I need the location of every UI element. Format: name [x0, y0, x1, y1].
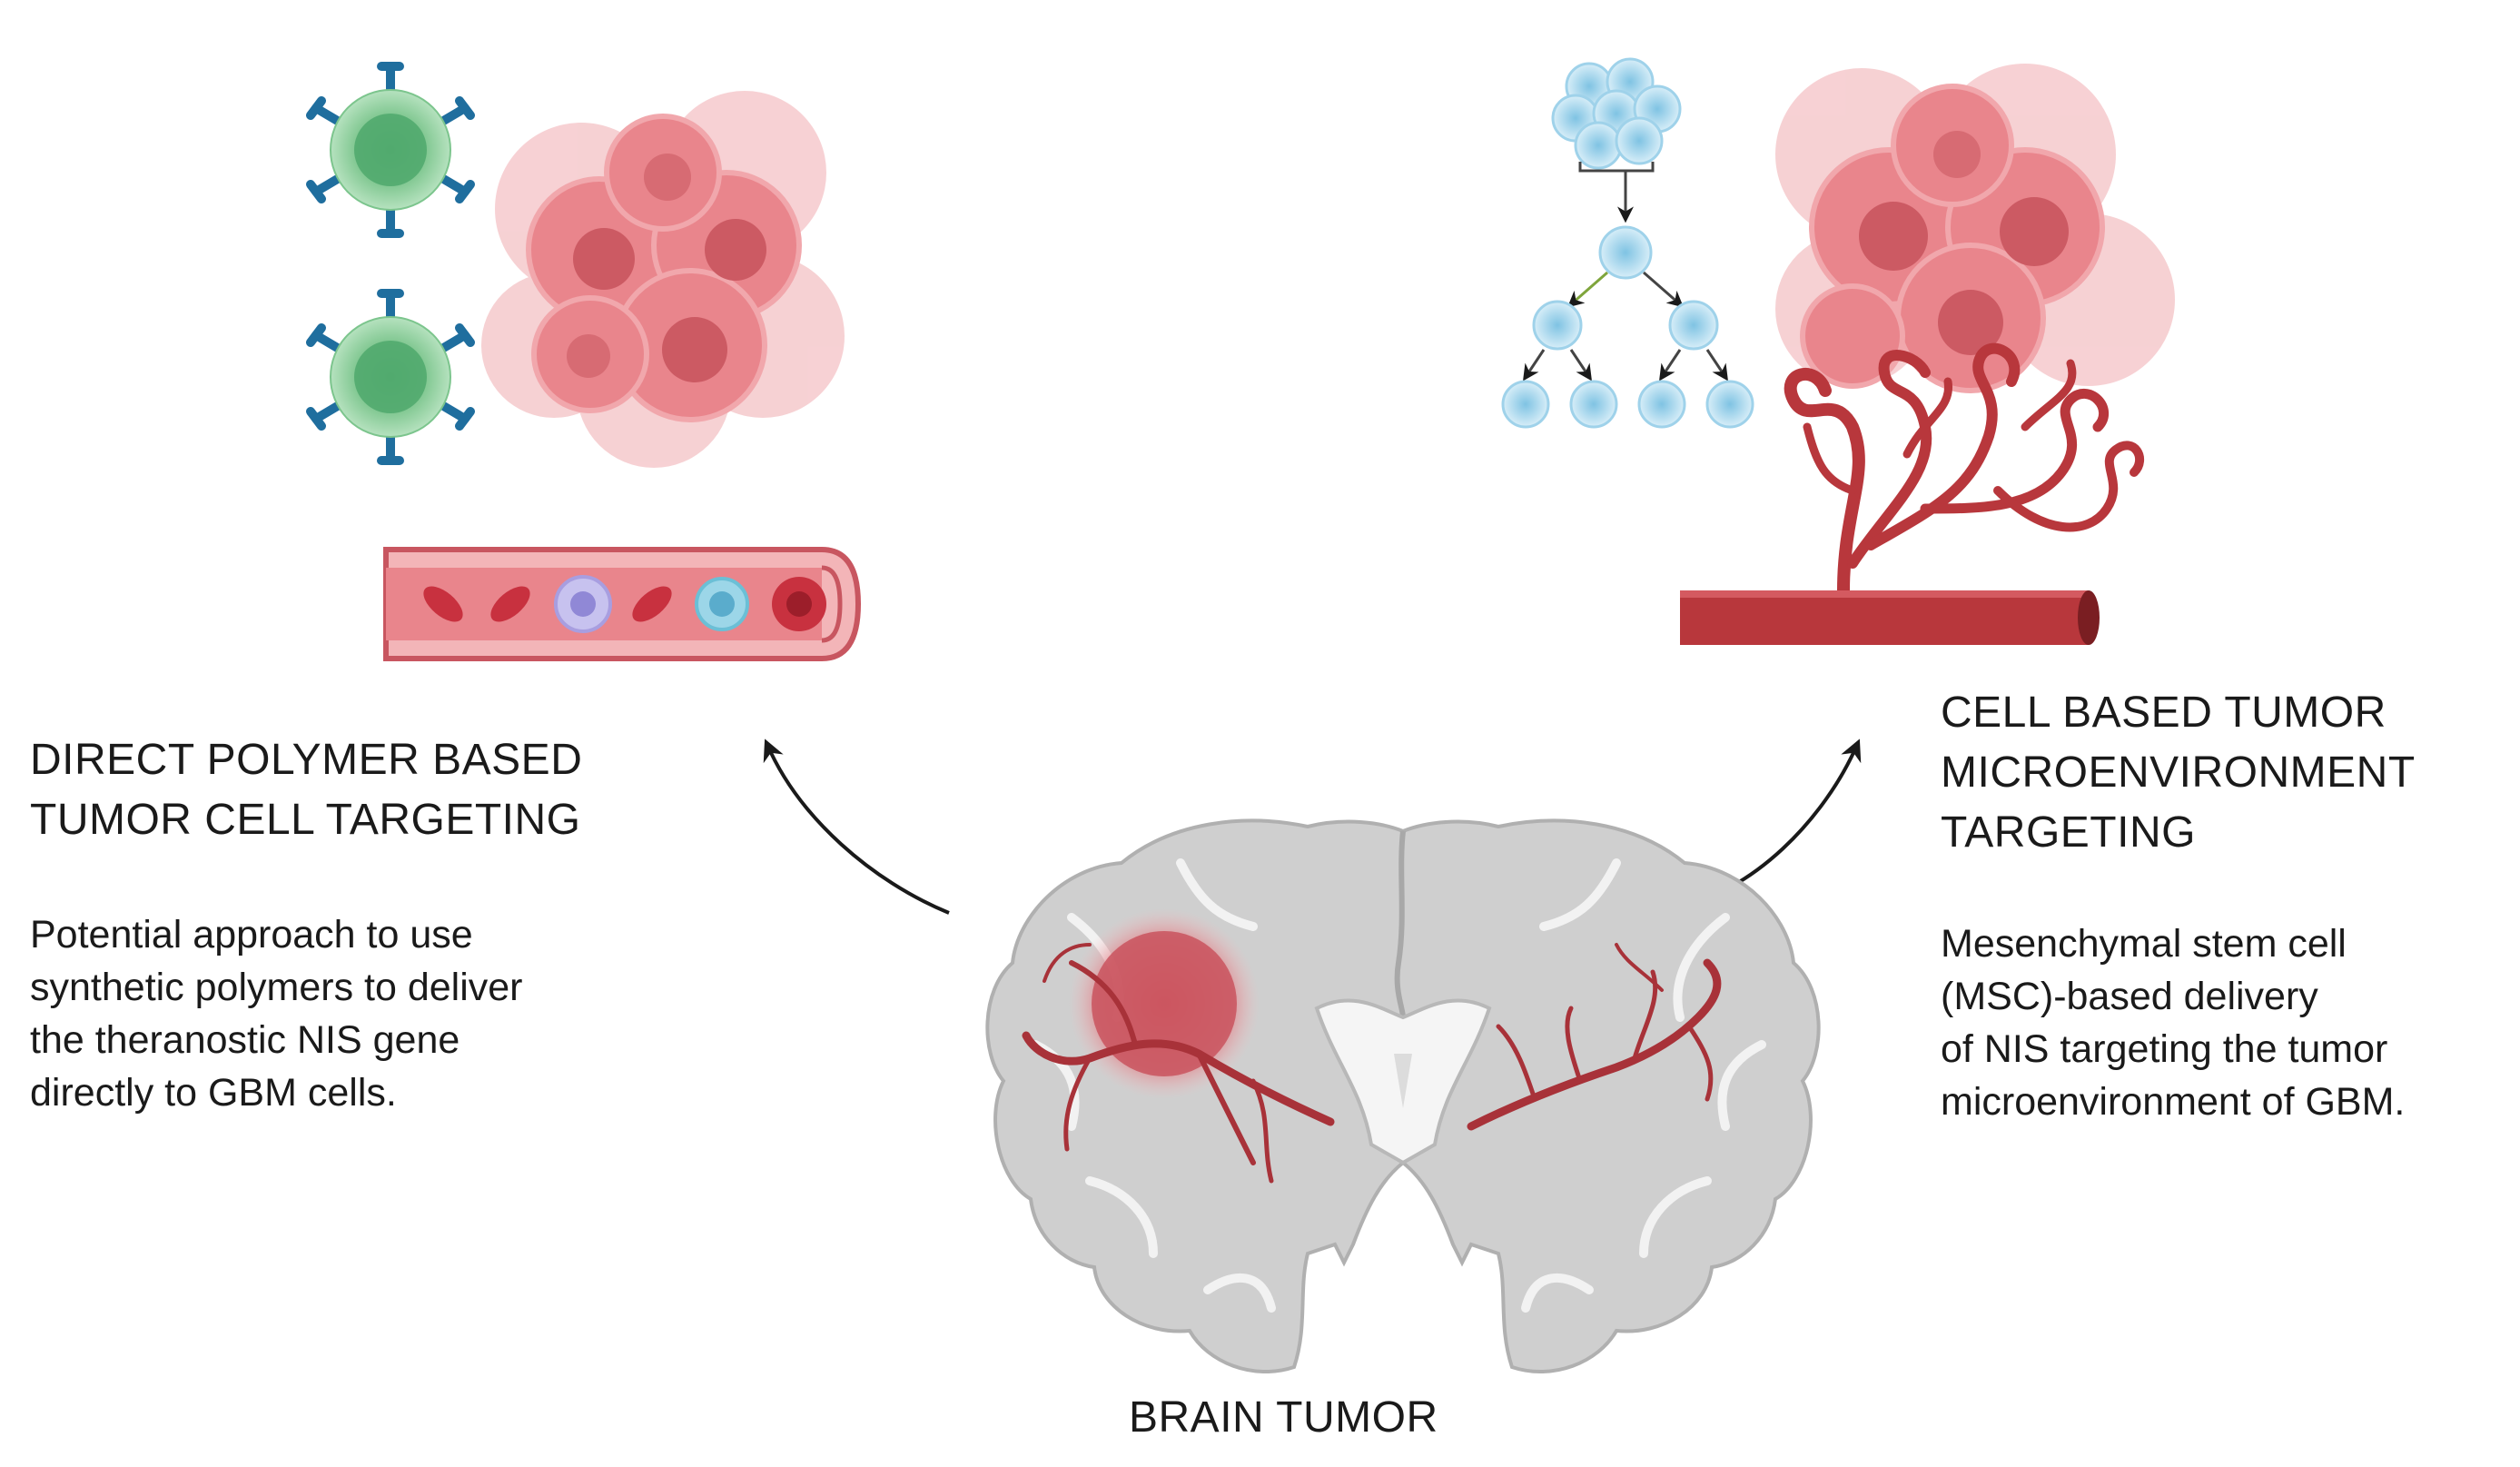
- right-panel-heading: CELL BASED TUMOR MICROENVIRONMENT TARGET…: [1941, 683, 2416, 863]
- left-panel-description: Potential approach to use synthetic poly…: [30, 908, 523, 1119]
- stem-cell-hierarchy-icon: [1501, 57, 1754, 429]
- left-description-line: directly to GBM cells.: [30, 1071, 397, 1115]
- tumor-cell-cluster-icon: [481, 91, 845, 468]
- blood-vessel-icon: [383, 547, 862, 661]
- left-description-line: Potential approach to use: [30, 913, 473, 957]
- immune-cell-icon: [306, 62, 475, 238]
- left-panel-heading: DIRECT POLYMER BASED TUMOR CELL TARGETIN…: [30, 730, 582, 850]
- right-panel-description: Mesenchymal stem cell (MSC)-based delive…: [1941, 917, 2405, 1128]
- left-description-line: the theranostic NIS gene: [30, 1018, 460, 1062]
- left-description-line: synthetic polymers to deliver: [30, 966, 523, 1009]
- right-description-line: Mesenchymal stem cell: [1941, 922, 2347, 966]
- brain-cross-section-icon: [985, 818, 1821, 1373]
- left-heading-line: DIRECT POLYMER BASED: [30, 736, 583, 784]
- tumor-cell-cluster-icon: [1775, 64, 2175, 393]
- angiogenic-vessel-icon: [1784, 342, 2144, 597]
- right-description-line: of NIS targeting the tumor: [1941, 1027, 2388, 1071]
- caption-text: BRAIN TUMOR: [1129, 1393, 1438, 1442]
- left-heading-line: TUMOR CELL TARGETING: [30, 796, 581, 844]
- immune-cell-icon: [306, 289, 475, 465]
- right-heading-line: MICROENVIRONMENT: [1941, 748, 2416, 797]
- brain-tumor-caption: BRAIN TUMOR: [1129, 1388, 1438, 1448]
- right-description-line: (MSC)-based delivery: [1941, 975, 2318, 1018]
- arrow-to-left-panel: [763, 738, 950, 915]
- right-heading-line: TARGETING: [1941, 808, 2196, 857]
- blood-vessel-icon: [1680, 590, 2100, 645]
- right-heading-line: CELL BASED TUMOR: [1941, 689, 2387, 737]
- right-description-line: microenvironment of GBM.: [1941, 1080, 2406, 1124]
